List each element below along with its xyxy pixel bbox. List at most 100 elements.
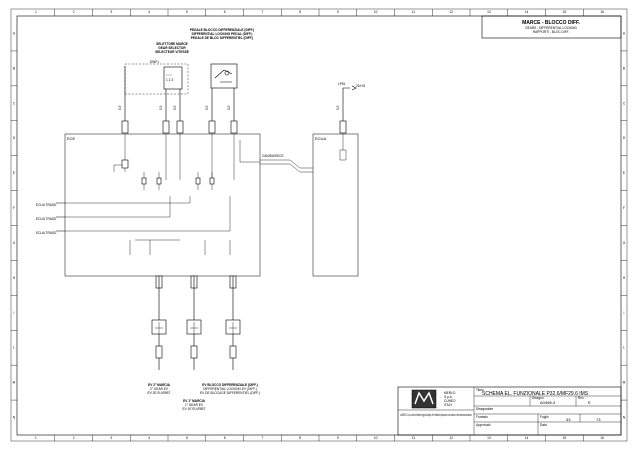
- svg-text:S.p.A.: S.p.A.: [444, 395, 453, 399]
- svg-text:1° GEAR EV: 1° GEAR EV: [185, 403, 204, 407]
- can-bus-label: CAN/BUS/ECE: [262, 154, 284, 158]
- svg-text:1 2 3: 1 2 3: [166, 78, 173, 82]
- grid-col-label: 9: [337, 10, 339, 14]
- solenoid-valve-3: [225, 319, 241, 335]
- grid-row-label: C: [13, 101, 16, 105]
- section-title: MARCE - BLOCCO DIFF.: [522, 20, 580, 26]
- grid-row-label: N: [13, 416, 16, 420]
- grid-markers: 1122334455667788991010111112121313141415…: [11, 9, 627, 441]
- svg-text:PEDALE DE BLOC DIFFERENTIEL (D: PEDALE DE BLOC DIFFERENTIEL (DIFF.): [191, 36, 253, 40]
- grid-row-label: D: [623, 136, 626, 140]
- ece-label: ECE: [67, 136, 76, 141]
- grid-col-label: 10: [374, 10, 378, 14]
- left-inputs: ECUA TRASD ECUA TRASD ECUA TRASD: [36, 203, 57, 235]
- ecua-control-unit: [312, 133, 359, 277]
- solenoid-valve-1: [151, 319, 167, 335]
- grid-col-label: 6: [224, 10, 226, 14]
- grid-row-label: F: [13, 206, 15, 210]
- grid-col-label: 16: [600, 10, 604, 14]
- grid-col-label: 1: [35, 436, 37, 440]
- svg-text:ECUA TRASD: ECUA TRASD: [36, 217, 57, 221]
- grid-row-label: F: [623, 206, 625, 210]
- svg-text:Titolo: Titolo: [476, 388, 484, 392]
- grid-row-label: H: [13, 276, 16, 280]
- drawing-title: SCHEMA EL. FUNZIONALE P32.6/MF29.6 IMS: [482, 391, 589, 397]
- section-subtitle-1: GEARS - DIFFERENTIAL LOCKING: [525, 26, 577, 30]
- connector-pins-bottom: [155, 275, 237, 289]
- grid-col-label: 7: [261, 10, 263, 14]
- grid-row-label: L: [623, 346, 625, 350]
- grid-row-label: M: [13, 381, 16, 385]
- page-total: 73: [596, 417, 601, 422]
- selector-boundary: [124, 63, 189, 95]
- svg-text:2° GEAR EV: 2° GEAR EV: [150, 387, 169, 391]
- grid-col-label: 1: [35, 10, 37, 14]
- grid-col-label: 15: [563, 10, 567, 14]
- grid-row-label: M: [623, 381, 626, 385]
- svg-text:ECUA TRASD: ECUA TRASD: [36, 231, 57, 235]
- svg-text:0.5: 0.5: [159, 105, 163, 110]
- grid-col-label: 2: [73, 10, 75, 14]
- wire-labels-top: 0.5 0.5 0.5 0.5 0.5 0.5: [118, 105, 340, 110]
- diff-valve-label: EV BLOCCO DIFFERENZIALE (DIFF.) DIFFEREN…: [200, 383, 260, 395]
- connector-pins-top: [121, 120, 347, 134]
- ecua-label: ECUA: [315, 136, 326, 141]
- grid-col-label: 16: [600, 436, 604, 440]
- grid-row-label: B: [13, 66, 15, 70]
- dwf-label: DWF1: [150, 60, 159, 64]
- svg-text:EV 1E ELVRIBT: EV 1E ELVRIBT: [183, 407, 206, 411]
- grid-row-label: E: [623, 171, 625, 175]
- svg-text:EV DE BLOCAGE DIFFERENTIEL (DI: EV DE BLOCAGE DIFFERENTIEL (DIFF.): [200, 391, 260, 395]
- svg-text:0.5: 0.5: [336, 105, 340, 110]
- grid-col-label: 14: [525, 10, 529, 14]
- pedal-label: PEDALE BLOCCO DIFFERENZIALE (DIFF.) DIFF…: [190, 28, 254, 40]
- grid-col-label: 5: [186, 436, 188, 440]
- grid-col-label: 8: [299, 10, 301, 14]
- connector-pins-valves: [155, 345, 237, 359]
- grid-col-label: 9: [337, 436, 339, 440]
- grid-row-label: H: [623, 276, 626, 280]
- grid-col-label: 5: [186, 10, 188, 14]
- svg-text:Rev.: Rev.: [578, 396, 584, 400]
- ece-control-unit: [64, 133, 261, 277]
- gear2-valve-label: EV 1° MARCIA 1° GEAR EV EV 1E ELVRIBT: [183, 399, 206, 411]
- svg-text:DIFFERENTIAL LOCKING PEDAL (DI: DIFFERENTIAL LOCKING PEDAL (DIFF.): [192, 32, 253, 36]
- lp51-label: LP51: [338, 82, 346, 86]
- section-subtitle-2: RAPPORTI - BLOC DIFF.: [533, 30, 569, 34]
- svg-text:0.5: 0.5: [205, 105, 209, 110]
- grid-col-label: 3: [110, 10, 112, 14]
- svg-text:Data: Data: [540, 423, 547, 427]
- svg-text:GEAR SELECTOR: GEAR SELECTOR: [158, 46, 186, 50]
- grid-row-label: B: [623, 66, 625, 70]
- pedal-icon: [224, 70, 230, 76]
- svg-text:0.5: 0.5: [173, 105, 177, 110]
- title-block: MERLO S.p.A. CUNEO ITALY La MERLO S.p.A.…: [397, 386, 622, 436]
- grid-row-label: G: [623, 241, 626, 245]
- svg-text:○○○: ○○○: [166, 73, 172, 77]
- svg-text:SELETTORE MARCE: SELETTORE MARCE: [156, 42, 188, 46]
- grid-col-label: 12: [449, 436, 453, 440]
- grid-col-label: 13: [487, 436, 491, 440]
- grid-row-label: L: [13, 346, 15, 350]
- page-number: 43: [566, 417, 571, 422]
- grid-row-label: D: [13, 136, 16, 140]
- net-label: 26.HG: [356, 84, 366, 88]
- grid-col-label: 12: [449, 10, 453, 14]
- svg-text:EV 2E ELVRIBT: EV 2E ELVRIBT: [148, 391, 171, 395]
- grid-row-label: G: [13, 241, 16, 245]
- drawing-number: A0498-3: [540, 400, 556, 405]
- pedal-switch: [210, 63, 238, 89]
- grid-col-label: 3: [110, 436, 112, 440]
- svg-text:EV 2° MARCIA: EV 2° MARCIA: [148, 383, 171, 387]
- svg-text:Approvato: Approvato: [476, 423, 491, 427]
- grid-col-label: 14: [525, 436, 529, 440]
- svg-text:DIFFERENTIAL LOCKING EV (DIFF.: DIFFERENTIAL LOCKING EV (DIFF.): [203, 387, 257, 391]
- can-bus-link: [260, 159, 313, 173]
- svg-text:0.5: 0.5: [227, 105, 231, 110]
- svg-text:EV BLOCCO DIFFERENZIALE (DIFF.: EV BLOCCO DIFFERENZIALE (DIFF.): [202, 383, 258, 387]
- svg-text:ITALY: ITALY: [444, 403, 453, 407]
- grid-col-label: 7: [261, 436, 263, 440]
- svg-text:SELECTEUR VITESSE: SELECTEUR VITESSE: [155, 50, 189, 54]
- grid-row-label: C: [623, 101, 626, 105]
